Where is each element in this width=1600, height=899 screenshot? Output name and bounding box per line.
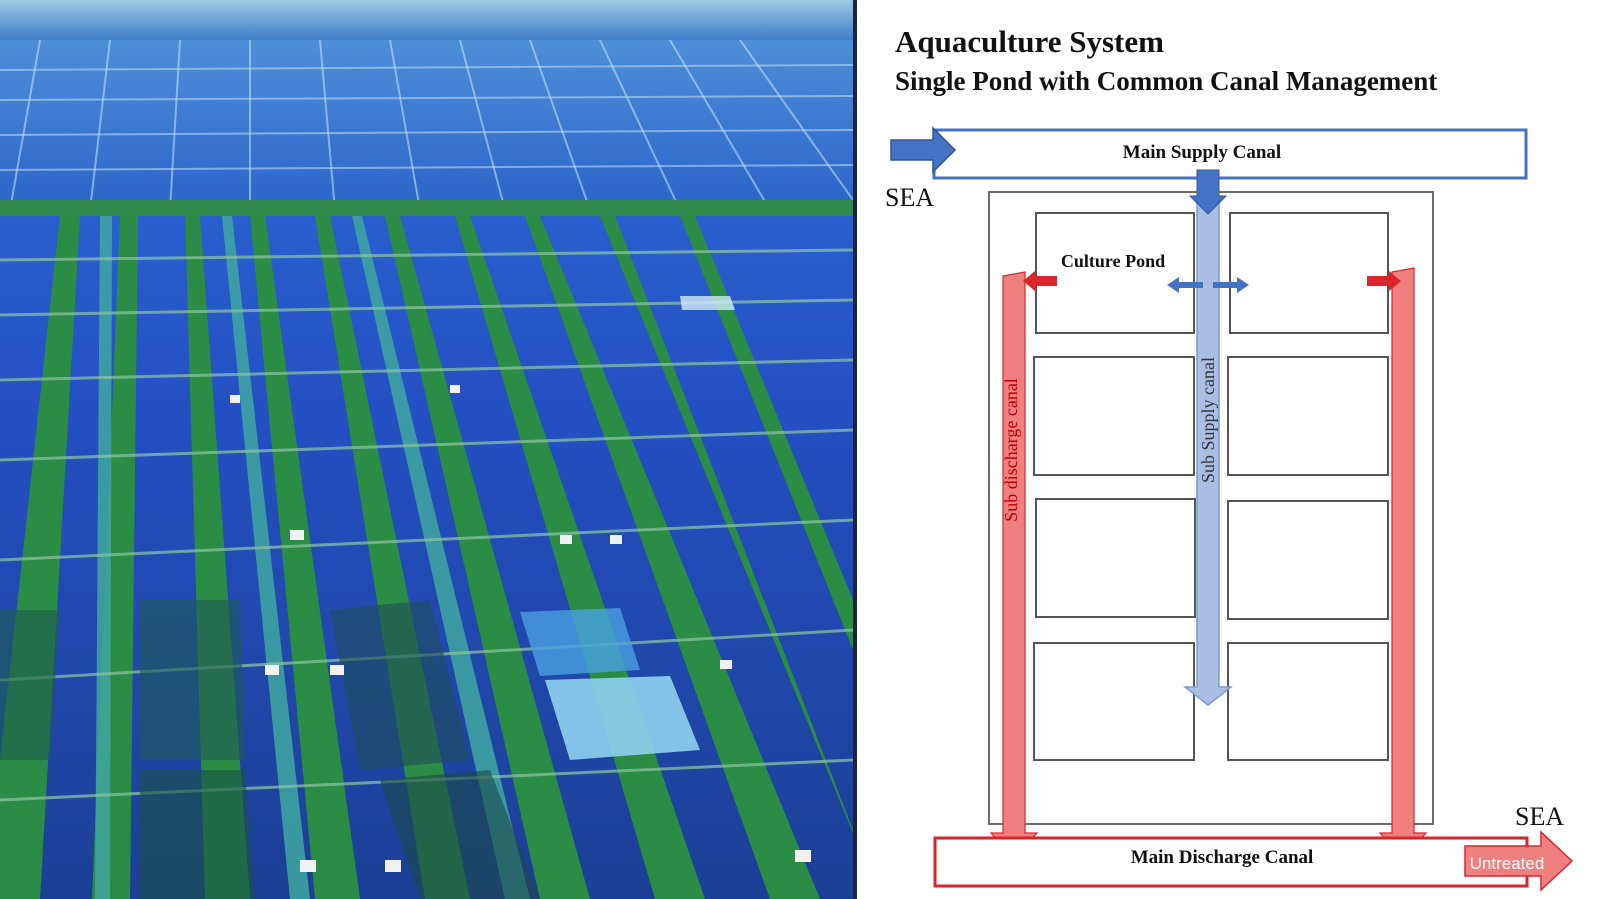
sea-label-top: SEA [885,183,934,212]
pond-inlet-arrow-icon [1213,277,1249,293]
canal-management-diagram: Aquaculture System Single Pond with Comm… [857,0,1600,899]
culture-pond [1227,356,1389,476]
sub-discharge-canal-left [989,271,1039,861]
culture-pond [1033,356,1195,476]
culture-pond [1033,642,1195,761]
pond-outlet-arrow-icon [1023,271,1057,291]
culture-pond-label: Culture Pond [1061,251,1165,271]
culture-pond [1227,642,1389,761]
culture-pond [1035,498,1196,618]
aerial-photo-graphic [0,0,853,899]
culture-pond [1229,212,1389,334]
sub-supply-label: Sub Supply canal [1198,357,1218,483]
pond-outlet-arrow-icon [1367,271,1401,291]
pond-inlet-arrow-icon [1167,277,1203,293]
sub-discharge-label: Sub discharge canal [1001,378,1021,522]
supply-down-arrow-icon [1188,169,1228,215]
culture-pond [1227,500,1389,620]
main-discharge-label: Main Discharge Canal [1131,847,1314,868]
sub-supply-canal [1182,199,1234,706]
inflow-arrow-icon [890,126,957,174]
culture-pond [1035,212,1195,334]
panel-divider [853,0,857,899]
diagram-title: Aquaculture System [895,24,1164,59]
diagram-subtitle: Single Pond with Common Canal Management [895,66,1438,96]
untreated-label: Untreated [1470,854,1545,873]
main-supply-label: Main Supply Canal [1123,142,1281,163]
aquaculture-aerial-photo [0,0,853,899]
diagram-svg: Main Supply Canal SEA Culture Pond Sub S… [885,126,1574,892]
main-supply-canal [932,128,1528,180]
sea-label-bottom: SEA [1515,802,1564,831]
untreated-outflow-arrow-icon [1464,830,1574,892]
